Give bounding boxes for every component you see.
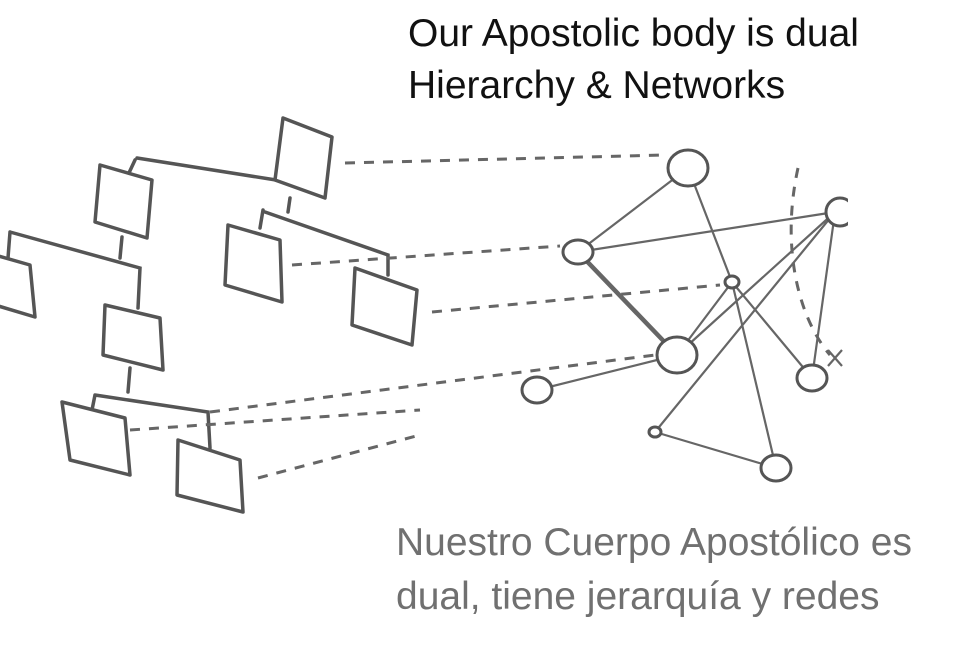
hierarchy-node xyxy=(101,303,165,372)
hierarchy-node xyxy=(0,254,37,319)
network-node xyxy=(666,148,710,188)
network-node xyxy=(647,425,663,439)
hierarchy-node xyxy=(60,400,132,477)
network-graph xyxy=(520,148,856,483)
network-node xyxy=(561,238,595,266)
subtitle: Nuestro Cuerpo Apostólico es dual, tiene… xyxy=(396,516,912,624)
network-node xyxy=(759,453,793,483)
title-line-2: Hierarchy & Networks xyxy=(408,64,786,107)
title: Our Apostolic body is dual Hierarchy & N… xyxy=(408,8,859,112)
subtitle-line-2: dual, tiene jerarquía y redes xyxy=(396,575,880,618)
hierarchy-node xyxy=(175,438,245,514)
title-line-1: Our Apostolic body is dual xyxy=(408,12,859,55)
network-node xyxy=(520,375,554,405)
hierarchy-node-top xyxy=(273,116,334,200)
network-node xyxy=(795,363,829,393)
hierarchy-node xyxy=(223,223,284,304)
subtitle-line-1: Nuestro Cuerpo Apostólico es xyxy=(396,521,912,564)
network-node xyxy=(723,274,741,290)
hierarchy-node xyxy=(93,163,154,240)
network-node xyxy=(655,335,699,375)
hierarchy-tree xyxy=(0,116,419,514)
mapping-dashed-lines xyxy=(129,153,843,480)
hierarchy-node xyxy=(350,266,419,347)
